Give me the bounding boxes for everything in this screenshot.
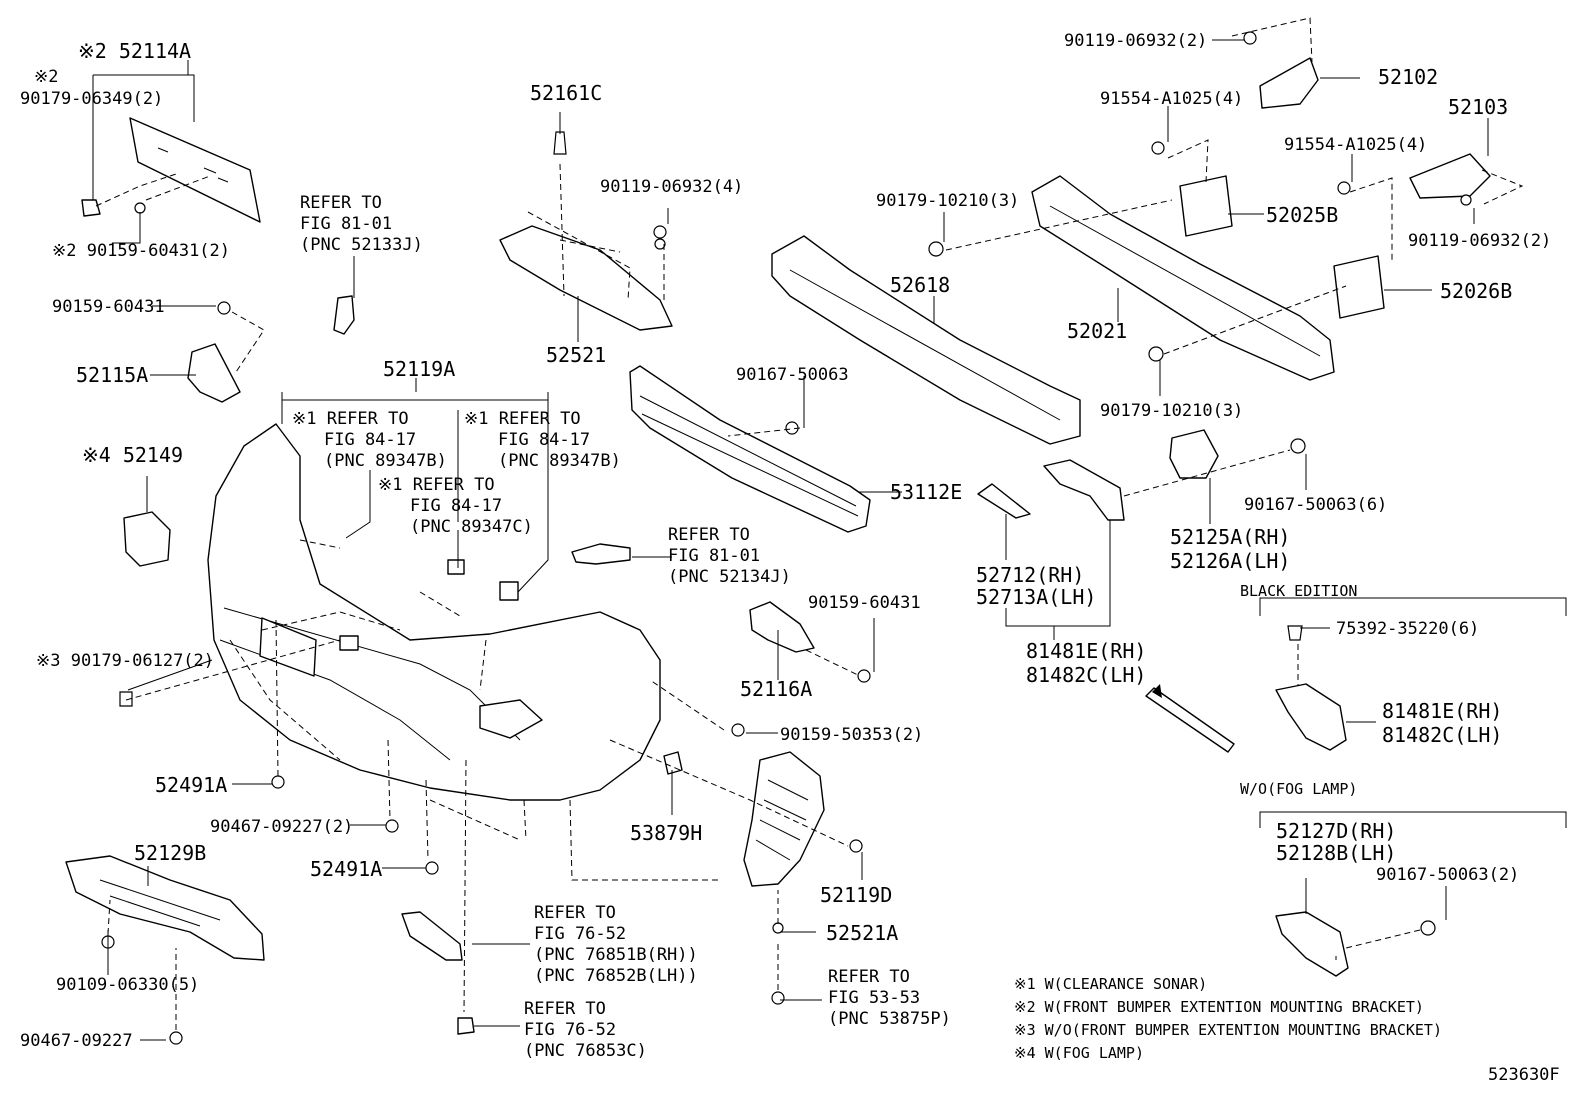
label-52125a: 52125A(RH) [1170, 525, 1290, 549]
label-52712: 52712(RH) [976, 563, 1084, 587]
label-52713a: 52713A(LH) [976, 585, 1096, 609]
part-52021-reinforcement [1031, 175, 1335, 381]
refer-53875p: REFER TO FIG 53-53 (PNC 53875P) [828, 967, 951, 1029]
footnote-3: ※3 W/O(FRONT BUMPER EXTENTION MOUNTING B… [1014, 1021, 1442, 1039]
label-52116a: 52116A [740, 677, 812, 701]
label-90159-60431-2: ※2 90159-60431(2) [52, 241, 230, 261]
label-52103: 52103 [1448, 95, 1508, 119]
refer-89347c: ※1 REFER TO FIG 84-17 (PNC 89347C) [378, 475, 533, 537]
part-52119d-liner [743, 751, 825, 887]
part-52115a-bracket [187, 301, 241, 403]
label-90119-06932-2a: 90119-06932(2) [1064, 31, 1207, 51]
part-53112e-lower-grille [629, 365, 871, 533]
part-52025b-52026b-brackets [1179, 175, 1385, 319]
label-91554-a1025-b: 91554-A1025(4) [1284, 135, 1427, 155]
fasteners [101, 31, 1472, 1045]
label-90467-09227: 90467-09227 [20, 1031, 133, 1051]
part-labels: ※2 52114A ※2 90179-06349(2) ※2 90159-604… [20, 31, 1551, 1051]
part-52712-81481e [977, 459, 1235, 753]
label-52126a: 52126A(LH) [1170, 549, 1290, 573]
section-headers: BLACK EDITION W/O(FOG LAMP) [1240, 582, 1357, 798]
label-90167-50063-6: 90167-50063(6) [1244, 495, 1387, 515]
section-wo-fog-lamp: W/O(FOG LAMP) [1240, 780, 1357, 798]
diagram-id: 523630F [1488, 1065, 1560, 1085]
label-90159-60431: 90159-60431 [52, 297, 165, 317]
footnote-1: ※1 W(CLEARANCE SONAR) [1014, 975, 1207, 993]
label-52521a: 52521A [826, 921, 898, 945]
dashed-lines [95, 17, 1524, 1030]
refer-52133j: REFER TO FIG 81-01 (PNC 52133J) [300, 193, 423, 255]
label-note2-mark: ※2 [34, 67, 58, 87]
label-90159-50353: 90159-50353(2) [780, 725, 923, 745]
refer-notes: REFER TO FIG 81-01 (PNC 52133J) ※1 REFER… [292, 193, 951, 1061]
part-53879h [663, 751, 683, 775]
footnote-4: ※4 W(FOG LAMP) [1014, 1044, 1144, 1062]
part-52119a-bumper-cover [207, 423, 661, 801]
label-81482c-main: 81482C(LH) [1026, 663, 1146, 687]
label-52618: 52618 [890, 273, 950, 297]
part-black-edition-81481e [1275, 625, 1347, 751]
label-52025b: 52025B [1266, 203, 1338, 227]
label-90119-06932-4: 90119-06932(4) [600, 177, 743, 197]
label-90179-10210-b: 90179-10210(3) [1100, 401, 1243, 421]
label-81481e-black: 81481E(RH) [1382, 699, 1502, 723]
footnote-2: ※2 W(FRONT BUMPER EXTENTION MOUNTING BRA… [1014, 998, 1424, 1016]
refer-89347b-left: ※1 REFER TO FIG 84-17 (PNC 89347B) [292, 409, 447, 471]
label-90167-50063: 90167-50063 [736, 365, 849, 385]
part-52149 [123, 511, 171, 567]
label-52026b: 52026B [1440, 279, 1512, 303]
label-52119a: 52119A [383, 357, 455, 381]
label-52521: 52521 [546, 343, 606, 367]
label-52128b: 52128B(LH) [1276, 841, 1396, 865]
label-52114a: ※2 52114A [78, 39, 191, 63]
label-90159-60431-b: 90159-60431 [808, 593, 921, 613]
refer-89347b-right: ※1 REFER TO FIG 84-17 (PNC 89347B) [464, 409, 621, 471]
label-52491a-lower: 52491A [310, 857, 382, 881]
part-wo-fog-52127d [1275, 911, 1436, 977]
label-52119d: 52119D [820, 883, 892, 907]
label-90167-50063-2: 90167-50063(2) [1376, 865, 1519, 885]
label-90179-06349: 90179-06349(2) [20, 89, 163, 109]
label-81482c-black: 81482C(LH) [1382, 723, 1502, 747]
part-52125a-bracket [1169, 429, 1306, 479]
footnotes: ※1 W(CLEARANCE SONAR) ※2 W(FRONT BUMPER … [1014, 975, 1442, 1062]
part-52114a-extension-plate [81, 117, 261, 223]
label-52115a: 52115A [76, 363, 148, 387]
part-52102-52103-brackets [1259, 57, 1491, 199]
part-52618-reinforcement [771, 235, 1081, 445]
label-52491a-upper: 52491A [155, 773, 227, 797]
part-52133j [333, 295, 355, 335]
label-52149: ※4 52149 [82, 443, 183, 467]
part-52129b-under-cover [65, 855, 265, 961]
label-53112e: 53112E [890, 480, 962, 504]
label-52129b: 52129B [134, 841, 206, 865]
leader-lines [92, 39, 1567, 1041]
section-black-edition: BLACK EDITION [1240, 582, 1357, 600]
label-52127d: 52127D(RH) [1276, 819, 1396, 843]
label-90179-06127: ※3 90179-06127(2) [36, 651, 214, 671]
label-90119-06932-2b: 90119-06932(2) [1408, 231, 1551, 251]
part-52521-upper-support [499, 131, 673, 331]
refer-76851b: REFER TO FIG 76-52 (PNC 76851B(RH)) (PNC… [534, 903, 708, 986]
label-52161c: 52161C [530, 81, 602, 105]
refer-76853c: REFER TO FIG 76-52 (PNC 76853C) [524, 999, 647, 1061]
part-52116a-bracket [749, 601, 815, 653]
label-53879h: 53879H [630, 821, 702, 845]
label-90109-06330: 90109-06330(5) [56, 975, 199, 995]
label-75392-35220: 75392-35220(6) [1336, 619, 1479, 639]
refer-52134j: REFER TO FIG 81-01 (PNC 52134J) [668, 525, 791, 587]
label-90467-09227-2: 90467-09227(2) [210, 817, 353, 837]
part-52134j [571, 543, 631, 565]
label-52021: 52021 [1067, 319, 1127, 343]
part-76851b-cover [401, 911, 475, 1035]
label-90179-10210-a: 90179-10210(3) [876, 191, 1019, 211]
label-91554-a1025-a: 91554-A1025(4) [1100, 89, 1243, 109]
label-81481e-main: 81481E(RH) [1026, 639, 1146, 663]
label-52102: 52102 [1378, 65, 1438, 89]
